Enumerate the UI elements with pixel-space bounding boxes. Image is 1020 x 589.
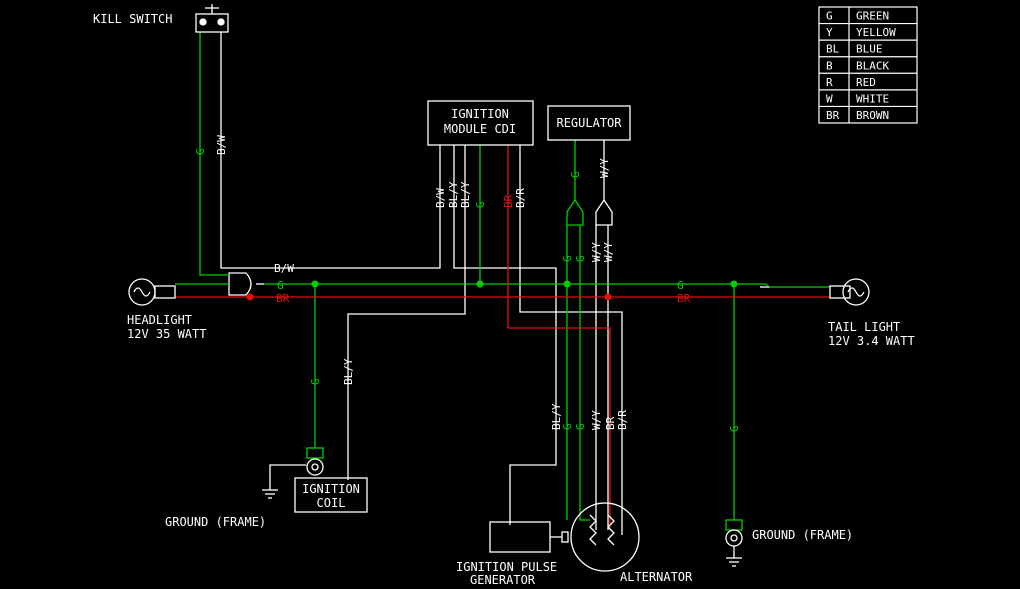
wire-code-g: G bbox=[561, 423, 574, 430]
color-key-name: BLACK bbox=[856, 59, 889, 72]
wire-code-bly: BL/Y bbox=[550, 403, 563, 430]
wire-code-bw: B/W bbox=[274, 262, 294, 275]
wire-code-g: G bbox=[728, 425, 741, 432]
headlight-label-2: 12V 35 WATT bbox=[127, 327, 206, 341]
color-key-name: BLUE bbox=[856, 43, 883, 56]
pulse-generator bbox=[489, 521, 569, 553]
white-wires bbox=[220, 32, 770, 535]
left-ground-symbol bbox=[262, 447, 324, 499]
wire-code-labels: G B/W B/W G BR B/W BL/Y BL/Y G BR B/R G … bbox=[194, 135, 741, 432]
wire-code-bgr: B/R bbox=[514, 188, 527, 208]
cdi-label-2: MODULE CDI bbox=[444, 122, 516, 136]
color-key-code: BL bbox=[826, 43, 840, 56]
wire-code-br: BR bbox=[677, 292, 691, 305]
ground-right-label: GROUND (FRAME) bbox=[752, 528, 853, 542]
wire-code-bly: BL/Y bbox=[459, 181, 472, 208]
wire-code-wy: W/Y bbox=[590, 410, 603, 430]
ignition-coil-box bbox=[294, 477, 368, 513]
color-key-code: BR bbox=[826, 109, 840, 122]
wire-code-g: G bbox=[574, 255, 587, 262]
wire-code-g: G bbox=[677, 279, 684, 292]
wire-code-g: G bbox=[561, 255, 574, 262]
color-key-code: R bbox=[826, 76, 833, 89]
regulator-box bbox=[547, 105, 631, 141]
kill-switch bbox=[195, 4, 229, 33]
color-key-table: G GREEN Y YELLOW BL BLUE B BLACK R RED W WHITE BR BRO… bbox=[818, 6, 918, 124]
wire-code-g: G bbox=[574, 423, 587, 430]
regulator-label: REGULATOR bbox=[556, 116, 622, 130]
ground-left-label: GROUND (FRAME) bbox=[165, 515, 266, 529]
tail-light-label-1: TAIL LIGHT bbox=[828, 320, 900, 334]
wire-code-bw: B/W bbox=[215, 135, 228, 155]
color-key-code: Y bbox=[826, 26, 833, 39]
coil-label-1: IGNITION bbox=[302, 482, 360, 496]
pulse-label-2: GENERATOR bbox=[470, 573, 536, 587]
wire-code-wy: W/Y bbox=[602, 242, 615, 262]
color-key-code: W bbox=[826, 92, 833, 105]
wire-code-bw: B/W bbox=[434, 188, 447, 208]
wire-code-g: G bbox=[474, 201, 487, 208]
headlight-label-1: HEADLIGHT bbox=[127, 313, 192, 327]
alternator bbox=[570, 502, 640, 572]
wire-code-g: G bbox=[277, 279, 284, 292]
red-wires bbox=[175, 145, 830, 530]
pulse-label-1: IGNITION PULSE bbox=[456, 560, 557, 574]
wire-code-g: G bbox=[309, 378, 322, 385]
color-key-name: GREEN bbox=[856, 10, 889, 23]
color-key-code: B bbox=[826, 59, 833, 72]
color-key-code: G bbox=[826, 10, 833, 23]
wire-code-bgr: B/R bbox=[616, 410, 629, 430]
coil-label-2: COIL bbox=[317, 496, 346, 510]
color-key-name: YELLOW bbox=[856, 26, 896, 39]
wire-code-br: BR bbox=[604, 416, 617, 430]
wire-code-g: G bbox=[194, 148, 207, 155]
wire-code-g: G bbox=[569, 171, 582, 178]
cdi-label-1: IGNITION bbox=[451, 107, 509, 121]
green-wires bbox=[175, 32, 830, 521]
tail-light-label-2: 12V 3.4 WATT bbox=[828, 334, 915, 348]
kill-switch-label: KILL SWITCH bbox=[93, 12, 172, 26]
wire-code-br: BR bbox=[502, 194, 515, 208]
wire-code-bly: BL/Y bbox=[447, 181, 460, 208]
right-ground-symbol bbox=[725, 519, 743, 567]
color-key-name: WHITE bbox=[856, 92, 889, 105]
wire-code-br: BR bbox=[276, 292, 290, 305]
wire-code-wy: W/Y bbox=[598, 158, 611, 178]
junction-dots bbox=[246, 280, 738, 301]
color-key-name: RED bbox=[856, 76, 876, 89]
wire-code-bly: BL/Y bbox=[342, 358, 355, 385]
cdi-module-box bbox=[427, 100, 534, 146]
alternator-label: ALTERNATOR bbox=[620, 570, 693, 584]
color-key-name: BROWN bbox=[856, 109, 889, 122]
tail-light-bulb bbox=[829, 278, 870, 306]
wire-code-wy: W/Y bbox=[590, 242, 603, 262]
headlight-bulb bbox=[128, 278, 176, 306]
